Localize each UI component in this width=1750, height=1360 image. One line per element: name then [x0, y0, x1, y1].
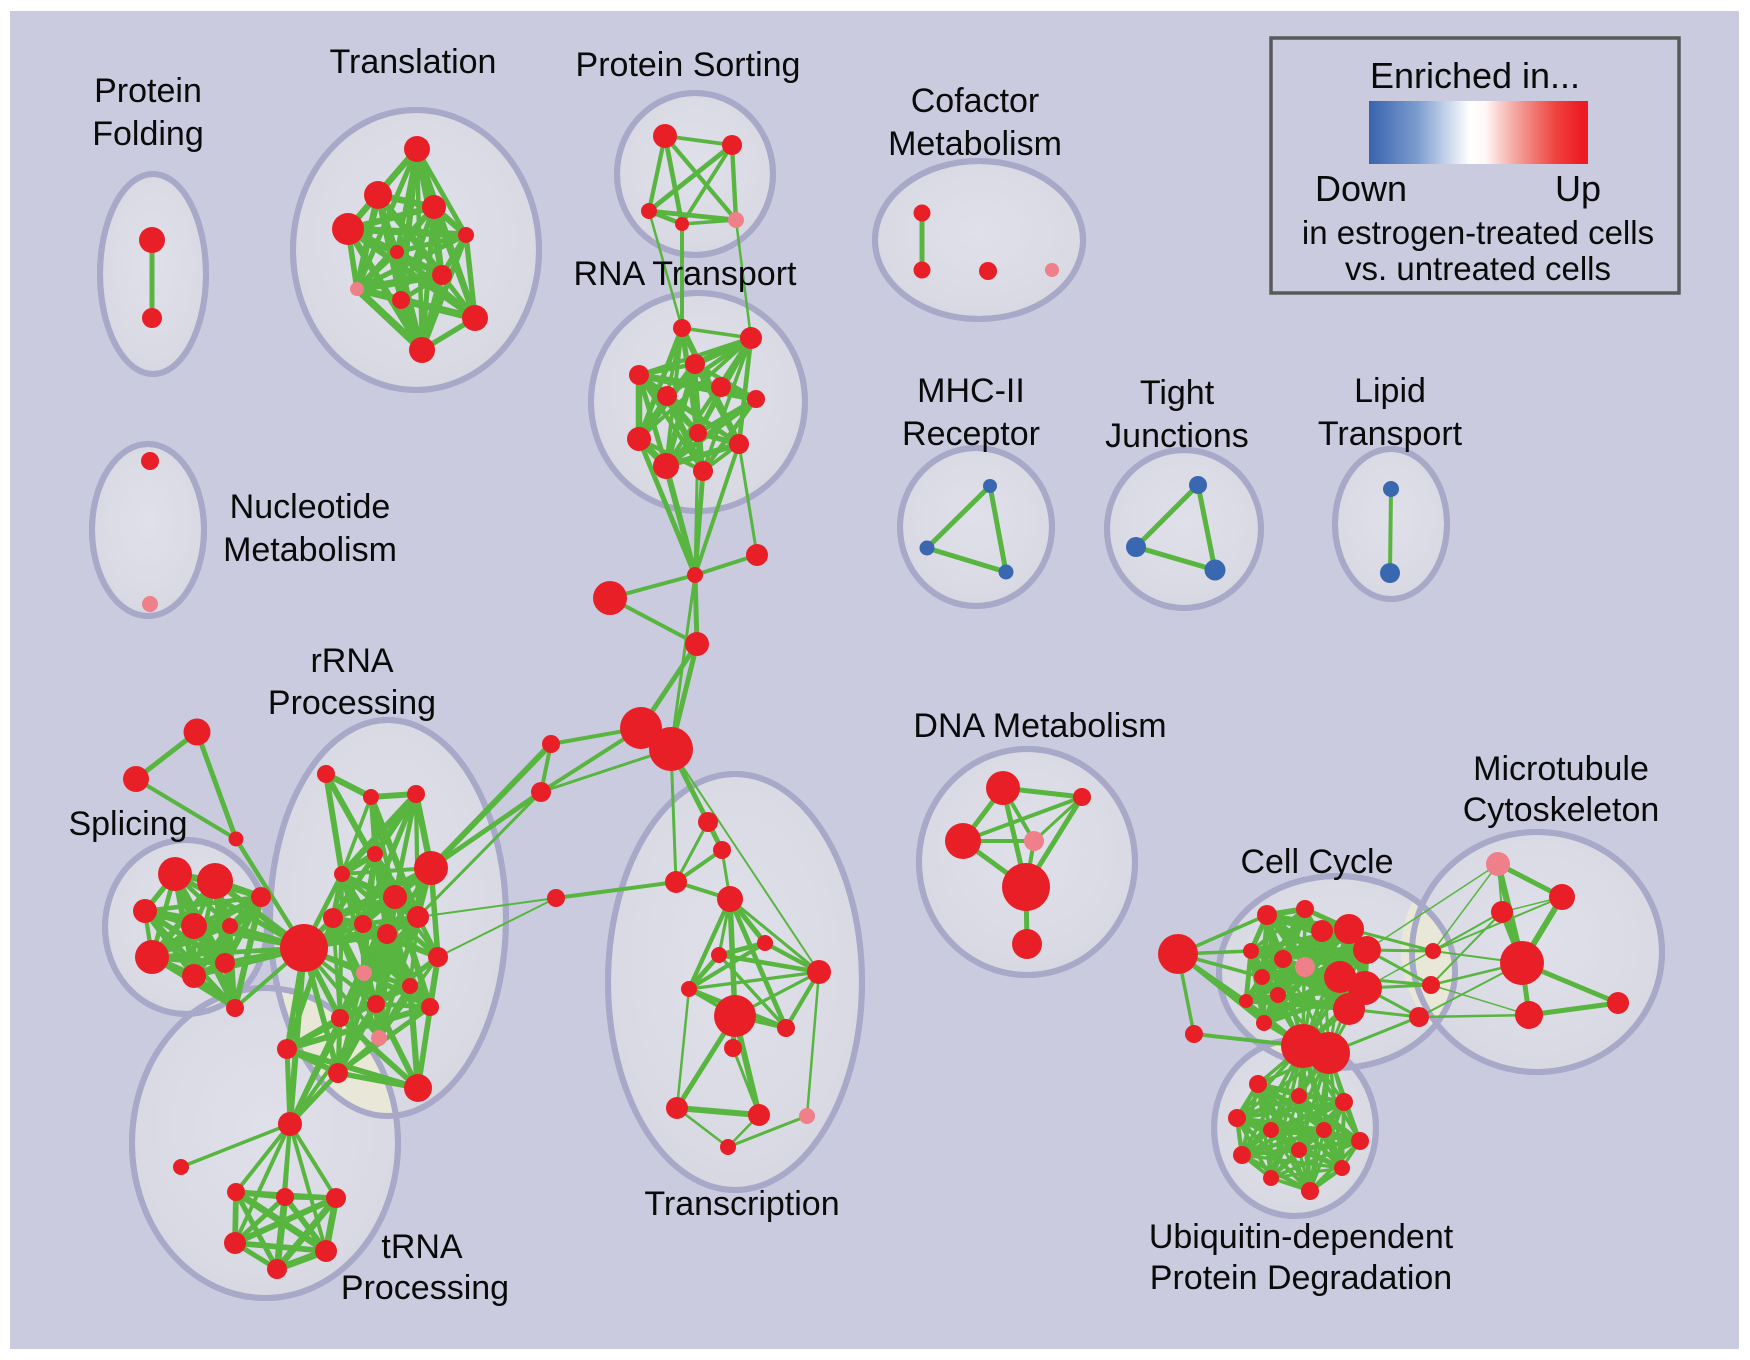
svg-text:Protein: Protein: [94, 72, 202, 110]
svg-text:Transport: Transport: [1318, 415, 1463, 453]
svg-text:Receptor: Receptor: [902, 415, 1040, 453]
svg-text:Tight: Tight: [1140, 374, 1215, 412]
svg-text:Nucleotide: Nucleotide: [230, 488, 391, 526]
svg-text:rRNA: rRNA: [310, 642, 393, 680]
svg-text:Splicing: Splicing: [68, 805, 187, 843]
svg-text:RNA Transport: RNA Transport: [574, 255, 798, 293]
svg-text:Metabolism: Metabolism: [223, 531, 397, 569]
svg-text:Processing: Processing: [268, 684, 436, 722]
svg-text:Processing: Processing: [341, 1269, 509, 1307]
svg-text:DNA Metabolism: DNA Metabolism: [913, 707, 1166, 745]
svg-text:Down: Down: [1315, 168, 1407, 209]
svg-text:Metabolism: Metabolism: [888, 125, 1062, 163]
svg-text:Lipid: Lipid: [1354, 372, 1426, 410]
svg-text:vs. untreated cells: vs. untreated cells: [1345, 250, 1611, 287]
svg-text:Protein Sorting: Protein Sorting: [576, 46, 801, 84]
svg-text:Cytoskeleton: Cytoskeleton: [1463, 791, 1660, 829]
svg-text:Cell Cycle: Cell Cycle: [1240, 843, 1393, 881]
svg-text:Enriched in...: Enriched in...: [1370, 55, 1580, 96]
svg-text:Junctions: Junctions: [1105, 417, 1249, 455]
svg-text:Protein Degradation: Protein Degradation: [1150, 1259, 1452, 1297]
svg-text:Cofactor: Cofactor: [911, 82, 1040, 120]
svg-text:Transcription: Transcription: [644, 1185, 839, 1223]
svg-text:Ubiquitin-dependent: Ubiquitin-dependent: [1149, 1218, 1454, 1256]
svg-text:tRNA: tRNA: [381, 1228, 463, 1266]
svg-text:MHC-II: MHC-II: [917, 372, 1025, 410]
svg-text:in estrogen-treated cells: in estrogen-treated cells: [1302, 214, 1654, 251]
svg-text:Up: Up: [1555, 168, 1601, 209]
svg-text:Folding: Folding: [92, 115, 204, 153]
svg-text:Translation: Translation: [330, 43, 497, 81]
svg-text:Microtubule: Microtubule: [1473, 750, 1649, 788]
